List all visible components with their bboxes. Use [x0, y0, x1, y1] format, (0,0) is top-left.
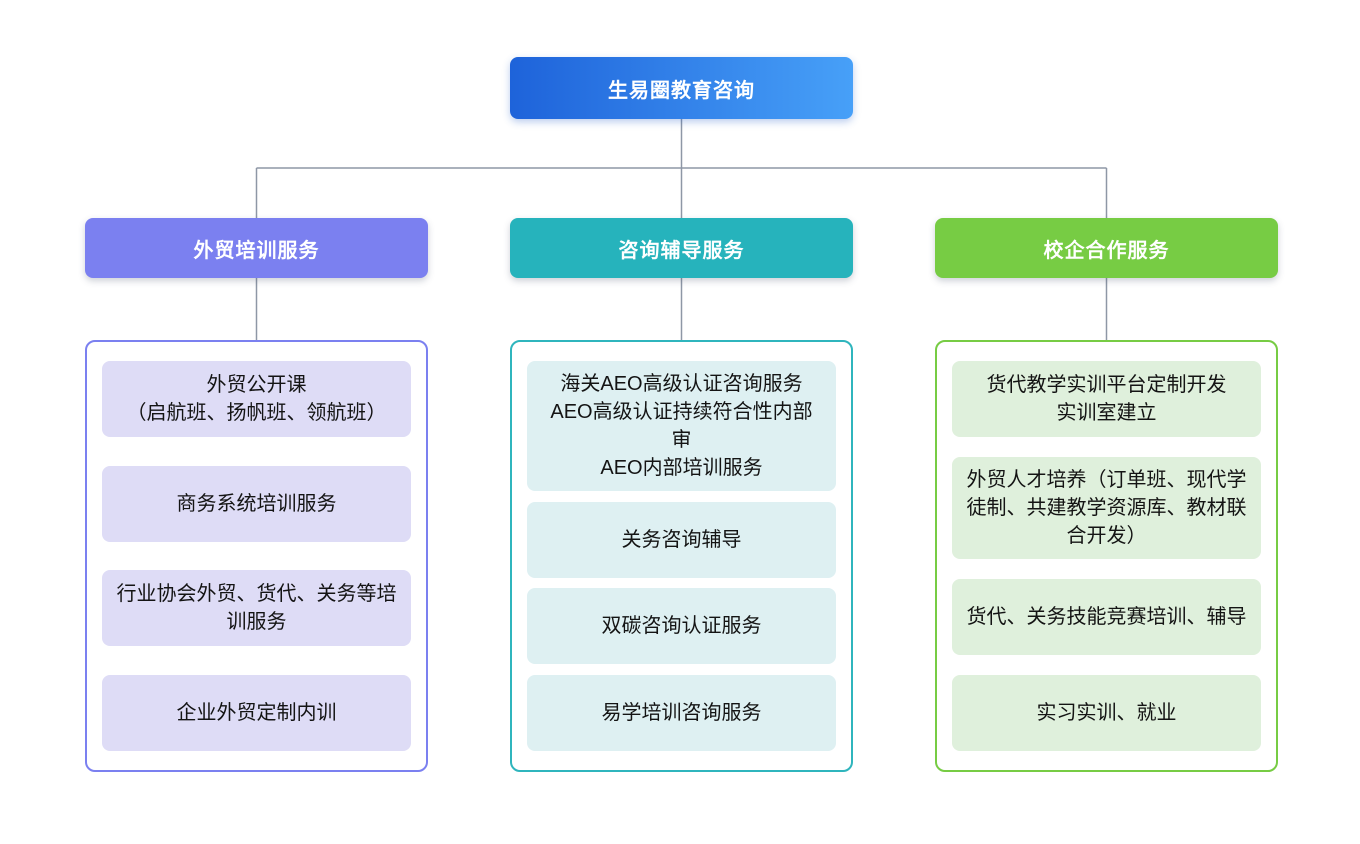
- leaf-node: 商务系统培训服务: [102, 465, 411, 542]
- leaf-node: 货代教学实训平台定制开发 实训室建立: [952, 361, 1261, 437]
- leaf-node: 实习实训、就业: [952, 675, 1261, 751]
- leaf-node: 关务咨询辅导: [527, 501, 836, 578]
- leaf-node: 外贸公开课 （启航班、扬帆班、领航班）: [102, 361, 411, 437]
- branch-header-school-enterprise: 校企合作服务: [935, 218, 1278, 278]
- branch-box-trade-training: 外贸公开课 （启航班、扬帆班、领航班） 商务系统培训服务 行业协会外贸、货代、关…: [85, 340, 428, 772]
- branch-box-school-enterprise: 货代教学实训平台定制开发 实训室建立 外贸人才培养（订单班、现代学徒制、共建教学…: [935, 340, 1278, 772]
- leaf-node: 易学培训咨询服务: [527, 674, 836, 751]
- branch-consulting-coaching: 咨询辅导服务 海关AEO高级认证咨询服务 AEO高级认证持续符合性内部审 AEO…: [510, 0, 853, 844]
- leaf-node: 行业协会外贸、货代、关务等培训服务: [102, 570, 411, 647]
- leaf-node: 海关AEO高级认证咨询服务 AEO高级认证持续符合性内部审 AEO内部培训服务: [527, 361, 836, 491]
- branch-header-trade-training: 外贸培训服务: [85, 218, 428, 278]
- leaf-node: 双碳咨询认证服务: [527, 588, 836, 665]
- branch-school-enterprise: 校企合作服务 货代教学实训平台定制开发 实训室建立 外贸人才培养（订单班、现代学…: [935, 0, 1278, 844]
- leaf-node: 外贸人才培养（订单班、现代学徒制、共建教学资源库、教材联合开发）: [952, 457, 1261, 559]
- branch-box-consulting-coaching: 海关AEO高级认证咨询服务 AEO高级认证持续符合性内部审 AEO内部培训服务 …: [510, 340, 853, 772]
- leaf-node: 企业外贸定制内训: [102, 674, 411, 751]
- branch-trade-training: 外贸培训服务 外贸公开课 （启航班、扬帆班、领航班） 商务系统培训服务 行业协会…: [85, 0, 428, 844]
- leaf-node: 货代、关务技能竞赛培训、辅导: [952, 579, 1261, 655]
- branch-header-consulting-coaching: 咨询辅导服务: [510, 218, 853, 278]
- root-node: 生易圈教育咨询: [510, 57, 853, 119]
